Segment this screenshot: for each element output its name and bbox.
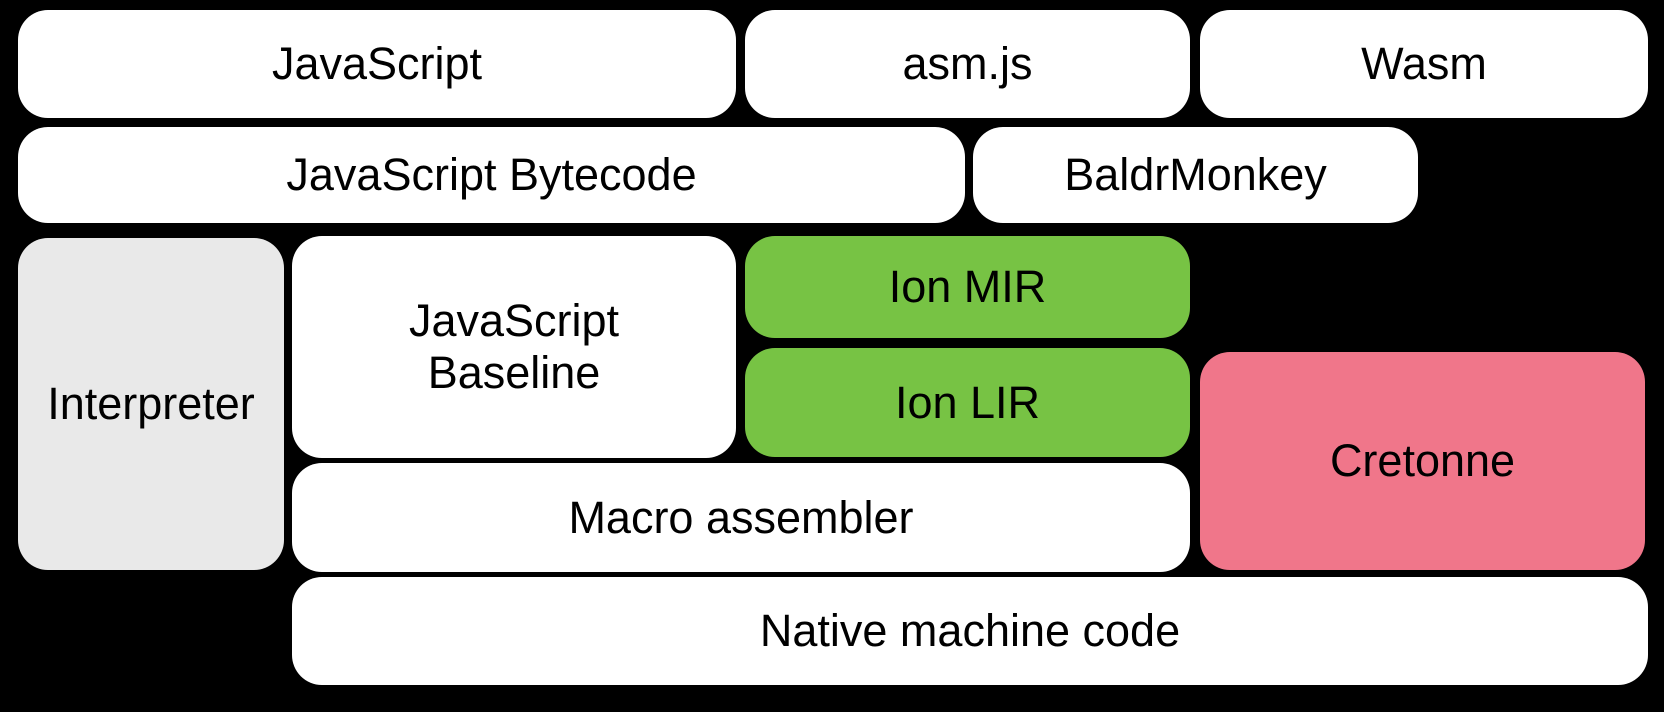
node-macro-assembler: Macro assembler	[292, 463, 1190, 572]
node-native-machine-code: Native machine code	[292, 577, 1648, 685]
node-wasm: Wasm	[1200, 10, 1648, 118]
node-ion-lir: Ion LIR	[745, 348, 1190, 457]
node-interpreter: Interpreter	[18, 238, 284, 570]
node-cretonne: Cretonne	[1200, 352, 1645, 570]
node-javascript-bytecode: JavaScript Bytecode	[18, 127, 965, 223]
node-javascript: JavaScript	[18, 10, 736, 118]
node-baldrmonkey: BaldrMonkey	[973, 127, 1418, 223]
node-javascript-baseline: JavaScript Baseline	[292, 236, 736, 458]
node-asmjs: asm.js	[745, 10, 1190, 118]
node-ion-mir: Ion MIR	[745, 236, 1190, 338]
